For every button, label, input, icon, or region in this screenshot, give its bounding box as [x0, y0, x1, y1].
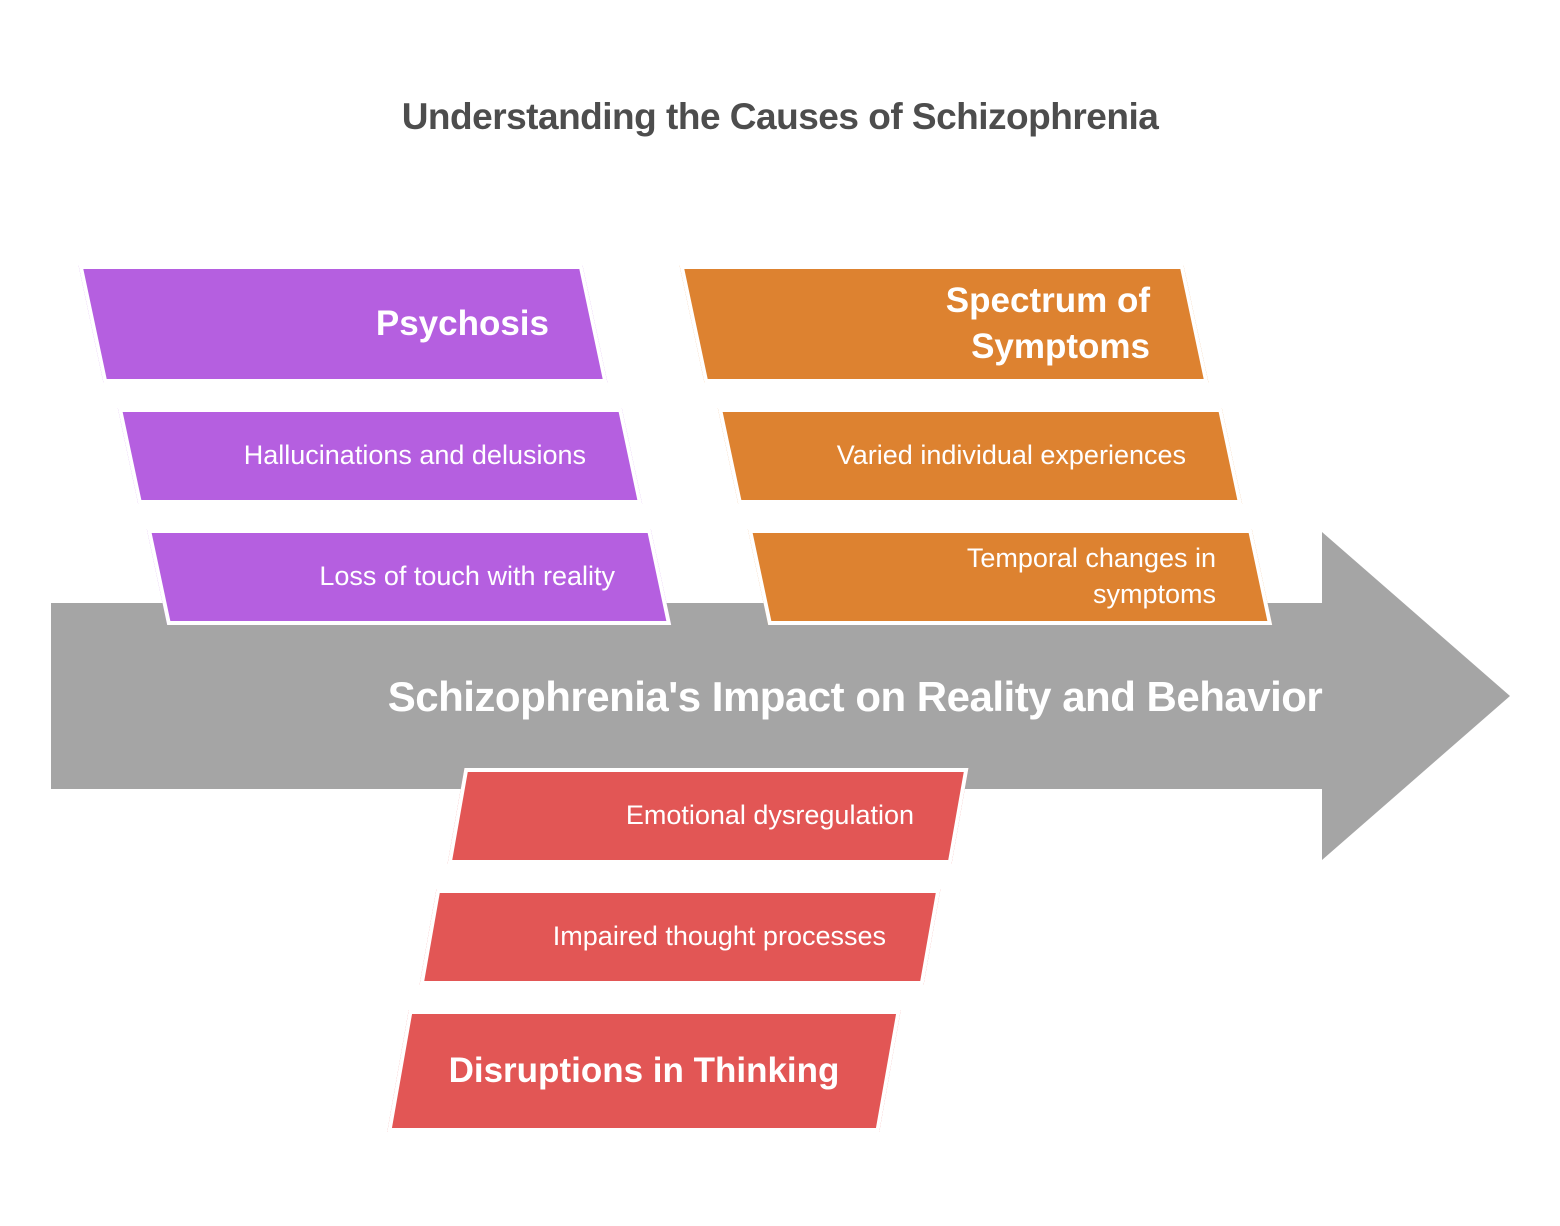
thinking-item-box: Emotional dysregulation	[447, 768, 969, 864]
spectrum-item-box: Varied individual experiences	[717, 408, 1243, 504]
thinking-item-box: Impaired thought processes	[419, 889, 941, 985]
spectrum-item-label: Temporal changes in symptoms	[966, 543, 1216, 609]
psychosis-header-box: Psychosis	[78, 265, 608, 383]
spectrum-item-box: Temporal changes in symptoms	[747, 529, 1273, 625]
spectrum-header-box: Spectrum of Symptoms	[679, 265, 1209, 383]
psychosis-item-box: Loss of touch with reality	[146, 529, 672, 625]
psychosis-header-label: Psychosis	[375, 303, 549, 343]
thinking-header-box: Disruptions in Thinking	[387, 1010, 901, 1132]
thinking-item-label: Impaired thought processes	[552, 921, 886, 952]
spectrum-item-label: Varied individual experiences	[836, 440, 1186, 471]
psychosis-item-box: Hallucinations and delusions	[117, 408, 643, 504]
arrow-label: Schizophrenia's Impact on Reality and Be…	[387, 673, 1323, 720]
psychosis-item-label: Hallucinations and delusions	[243, 440, 586, 471]
psychosis-item-label: Loss of touch with reality	[319, 561, 615, 592]
thinking-header-label: Disruptions in Thinking	[448, 1050, 840, 1090]
page-title: Understanding the Causes of Schizophreni…	[401, 96, 1159, 137]
thinking-item-label: Emotional dysregulation	[625, 800, 914, 831]
spectrum-header-label: Spectrum of Symptoms	[945, 280, 1150, 366]
